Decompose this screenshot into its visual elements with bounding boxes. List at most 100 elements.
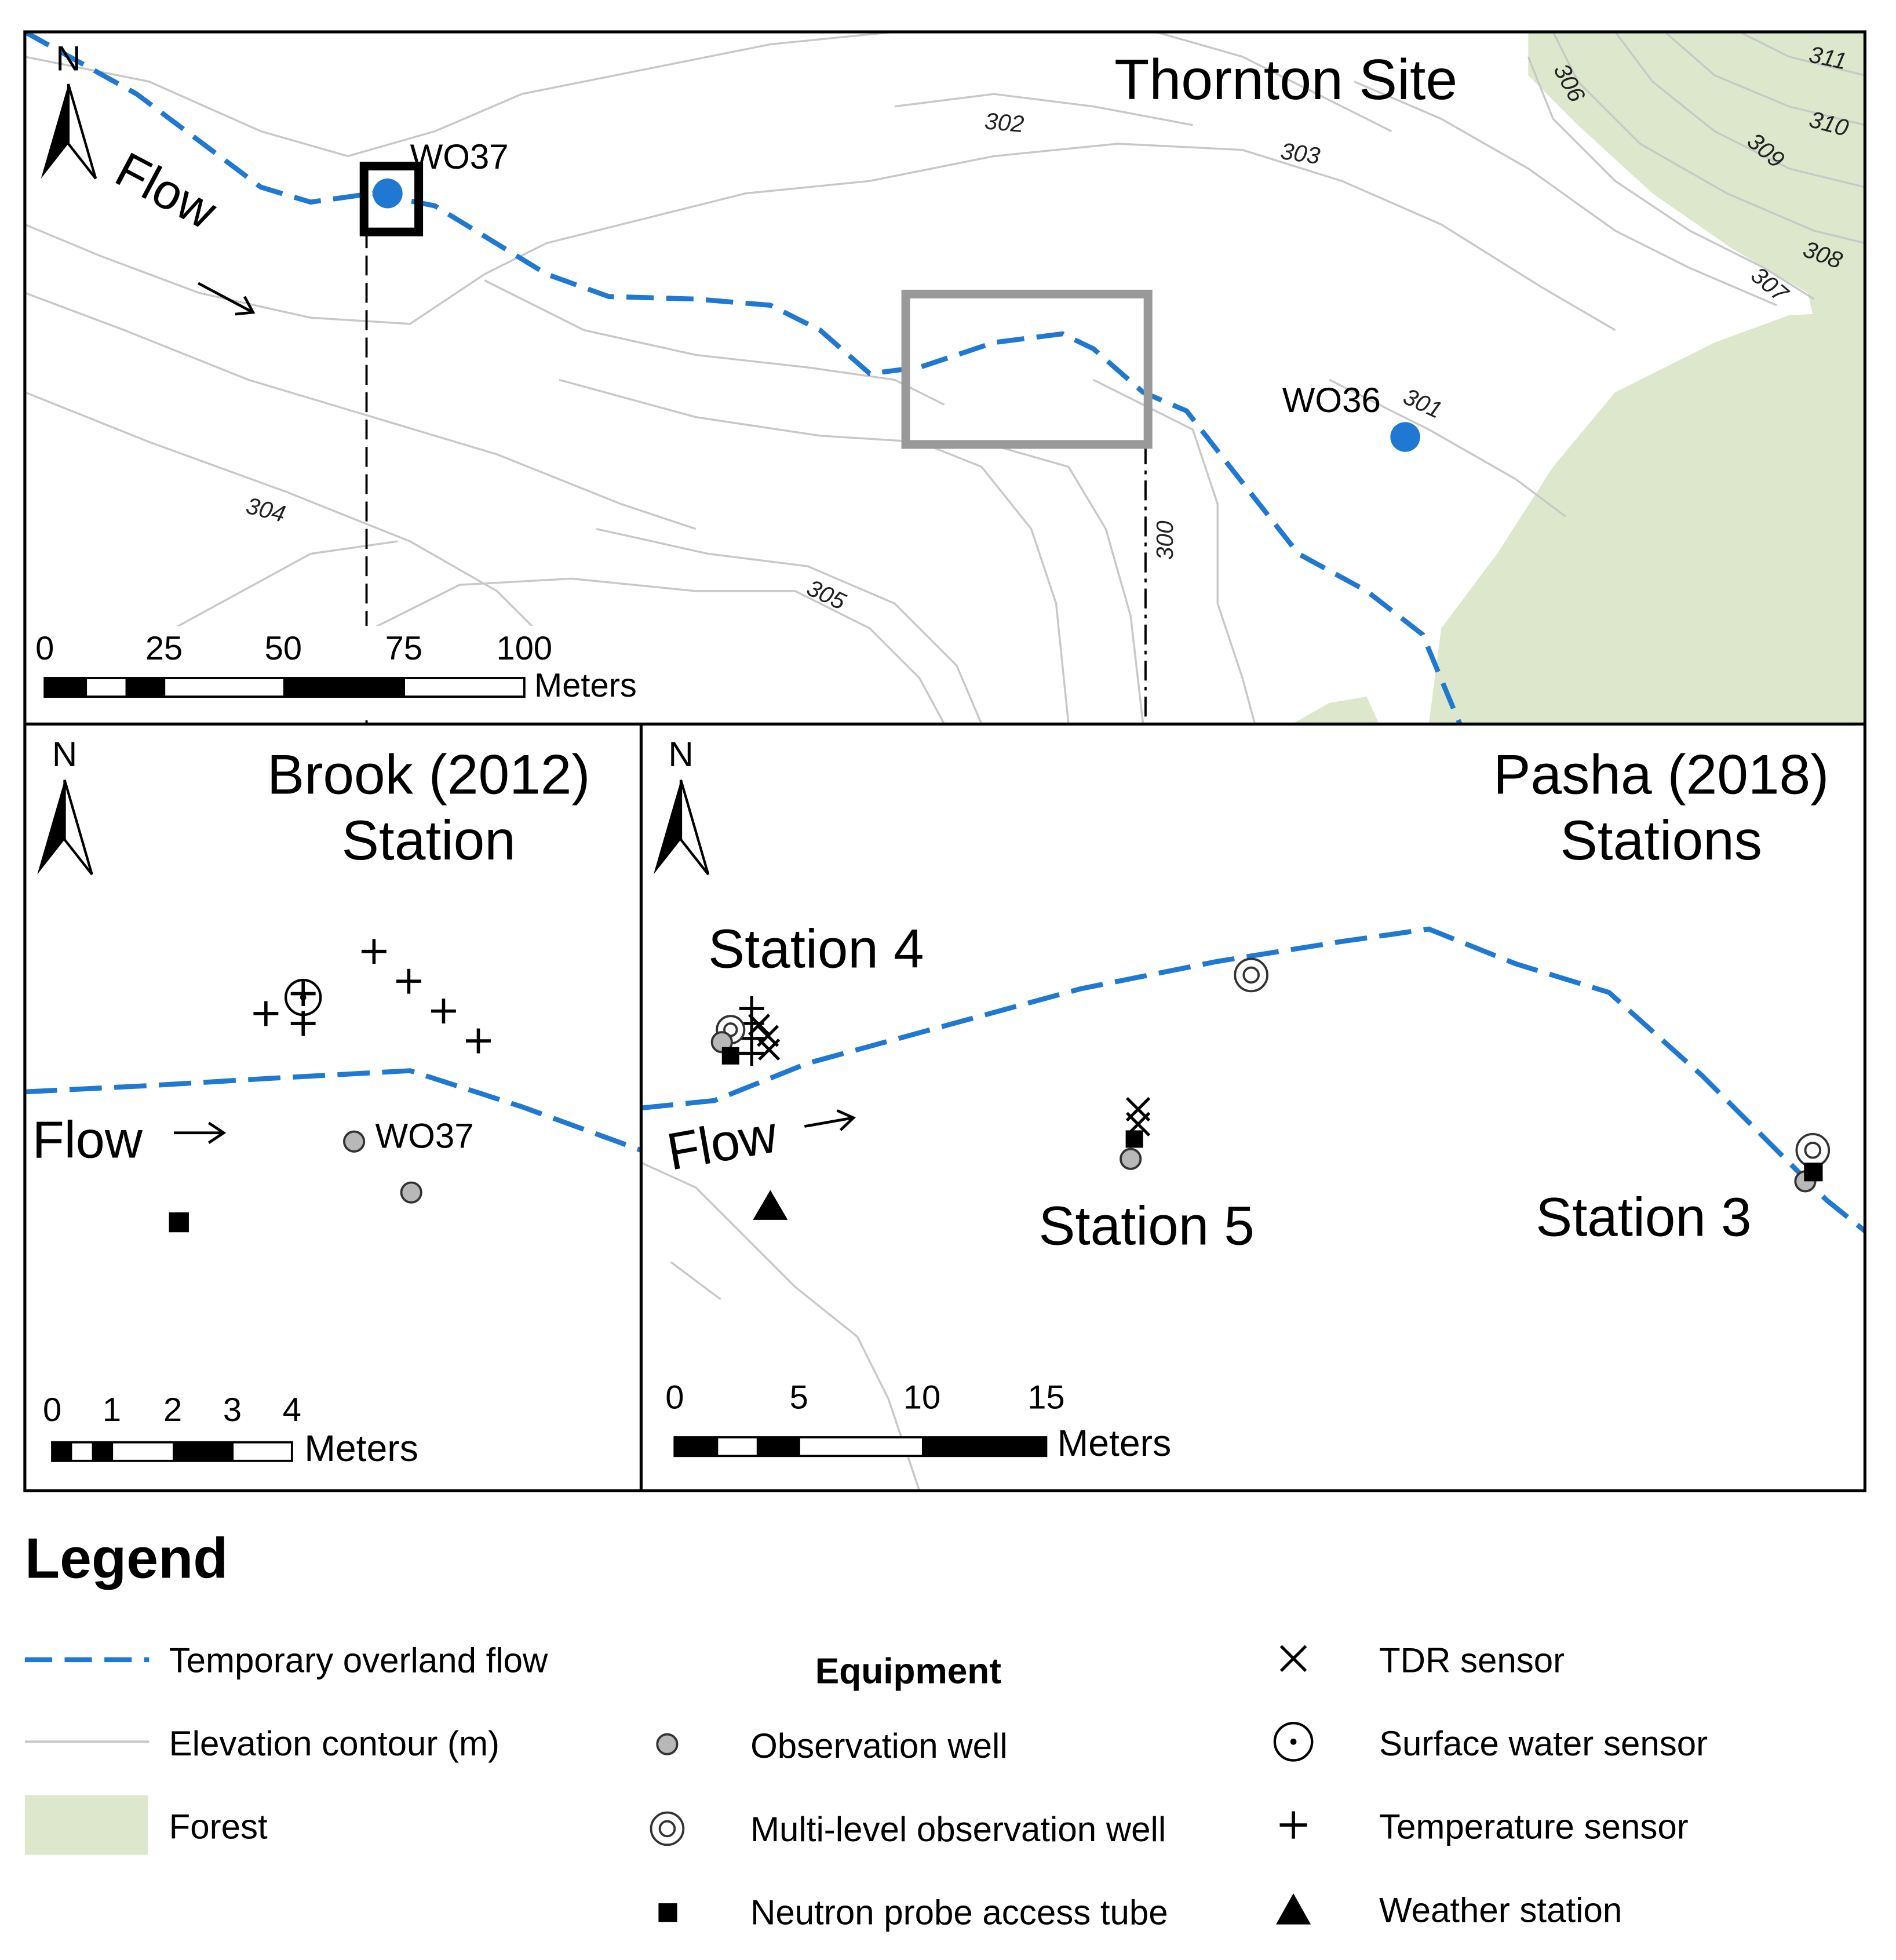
multi-level-well-icon xyxy=(1234,957,1268,993)
north-arrow-icon: N xyxy=(654,735,708,875)
scale-tick: 4 xyxy=(283,1391,301,1429)
weather-station-icon xyxy=(1276,1893,1311,1925)
scale-tick: 75 xyxy=(385,630,422,667)
brook-panel: Brook (2012) Station N Flow WO37 xyxy=(24,735,641,1469)
scale-tick: 100 xyxy=(497,630,553,667)
temperature-icon xyxy=(396,968,421,994)
flow-arrow-icon xyxy=(197,282,256,316)
north-label: N xyxy=(56,39,81,78)
overland-flow-line xyxy=(641,926,1865,1233)
scale-tick: 25 xyxy=(145,630,183,667)
brook-inset-box xyxy=(359,162,424,236)
temperature-icon xyxy=(253,1001,279,1026)
weather-station-icon xyxy=(753,1190,788,1220)
panel-frames xyxy=(23,30,1866,1492)
overland-flow-line xyxy=(24,1068,641,1153)
well-label-wo36: WO36 xyxy=(1282,381,1381,420)
observation-well-icon xyxy=(343,1130,366,1153)
observation-well-icon xyxy=(400,1181,422,1204)
legend-label: TDR sensor xyxy=(1379,1641,1565,1680)
tdr-icon xyxy=(1279,1645,1307,1672)
flow-label: Flow xyxy=(107,141,226,240)
station-3-label: Station 3 xyxy=(1536,1187,1751,1248)
well-label-wo37: WO37 xyxy=(410,137,509,176)
brook-title-line1: Brook (2012) xyxy=(267,744,590,806)
forest-area xyxy=(1292,32,1865,724)
station-4-equipment xyxy=(710,996,781,1066)
flow-label: Flow xyxy=(32,1111,143,1170)
flow-arrow-icon xyxy=(174,1121,227,1144)
legend-label: Elevation contour (m) xyxy=(169,1724,499,1763)
legend-title: Legend xyxy=(25,1526,228,1590)
temperature-icon xyxy=(431,999,456,1024)
temperature-icon xyxy=(739,1041,764,1066)
legend-item-temperature: Temperature sensor xyxy=(1279,1808,1689,1846)
legend: Legend Equipment Temporary overland flow… xyxy=(24,1526,1708,1932)
observation-well-icon xyxy=(656,1733,679,1755)
north-label: N xyxy=(668,735,693,774)
elevation-contours xyxy=(641,1161,921,1491)
legend-label: Surface water sensor xyxy=(1379,1724,1708,1763)
pasha-panel: Pasha (2018) Stations N Flow Station 4 S… xyxy=(641,735,1865,1491)
scale-tick: 15 xyxy=(1027,1379,1064,1416)
scale-tick: 10 xyxy=(903,1379,940,1416)
north-label: N xyxy=(52,735,77,774)
legend-item-observation-well: Observation well xyxy=(656,1726,1008,1765)
legend-item-forest: Forest xyxy=(24,1795,268,1855)
legend-label: Temporary overland flow xyxy=(169,1641,548,1680)
well-marker-wo36 xyxy=(1390,422,1420,452)
station-3-equipment xyxy=(1794,1132,1831,1193)
temperature-sensor-group xyxy=(253,939,491,1054)
temperature-icon xyxy=(1279,1811,1307,1839)
legend-item-overland-flow: Temporary overland flow xyxy=(24,1641,548,1680)
station-5-equipment xyxy=(1120,1096,1151,1170)
overland-flow-line xyxy=(24,31,1463,724)
legend-equipment-heading: Equipment xyxy=(815,1652,1001,1692)
neutron-tube-icon xyxy=(169,1212,189,1233)
legend-label: Multi-level observation well xyxy=(750,1810,1166,1849)
neutron-tube-icon xyxy=(1804,1163,1823,1182)
contour-label: 304 xyxy=(243,492,288,527)
thornton-panel: 311 310 309 308 307 306 302 303 301 300 … xyxy=(24,31,1865,724)
thornton-title: Thornton Site xyxy=(1114,48,1457,111)
neutron-tube-icon xyxy=(658,1903,677,1922)
pasha-title-line1: Pasha (2018) xyxy=(1493,744,1829,806)
neutron-tube-icon xyxy=(1125,1130,1143,1148)
surface-water-icon xyxy=(1273,1722,1314,1762)
tdr-icon xyxy=(758,1039,781,1061)
flow-label: Flow xyxy=(663,1105,782,1182)
temperature-icon xyxy=(466,1028,491,1054)
contour-label: 303 xyxy=(1279,137,1322,169)
contour-label: 305 xyxy=(803,574,850,615)
legend-label: Neutron probe access tube xyxy=(750,1893,1168,1932)
pasha-inset-box xyxy=(901,289,1153,449)
legend-label: Weather station xyxy=(1379,1890,1622,1929)
scale-tick: 1 xyxy=(103,1391,121,1429)
legend-label: Forest xyxy=(169,1808,268,1846)
contour-label: 302 xyxy=(983,107,1025,137)
scale-tick: 0 xyxy=(35,630,54,667)
well-marker-wo37 xyxy=(373,178,403,209)
north-arrow-icon: N xyxy=(37,735,92,875)
surface-water-icon xyxy=(285,978,322,1017)
legend-label: Observation well xyxy=(750,1726,1008,1765)
temperature-icon xyxy=(361,939,387,964)
scale-tick: 3 xyxy=(223,1391,242,1429)
north-arrow-icon: N xyxy=(41,39,96,178)
station-4-label: Station 4 xyxy=(708,919,924,979)
legend-item-surface-water: Surface water sensor xyxy=(1273,1722,1708,1763)
legend-item-weather-station: Weather station xyxy=(1276,1890,1622,1929)
observation-well-icon xyxy=(1120,1147,1142,1170)
scale-unit: Meters xyxy=(1058,1422,1172,1464)
scale-tick: 5 xyxy=(790,1379,808,1416)
legend-label: Temperature sensor xyxy=(1379,1808,1689,1846)
thornton-scale-bar: 0 25 50 75 100 Meters xyxy=(24,625,659,718)
brook-title-line2: Station xyxy=(342,810,516,872)
multi-level-well-icon xyxy=(1795,1132,1831,1168)
well-label-wo37: WO37 xyxy=(375,1116,474,1155)
elevation-contours xyxy=(24,31,1865,724)
flow-arrow-icon xyxy=(804,1109,856,1131)
multi-level-well-icon xyxy=(650,1811,685,1846)
scale-tick: 50 xyxy=(265,630,302,667)
